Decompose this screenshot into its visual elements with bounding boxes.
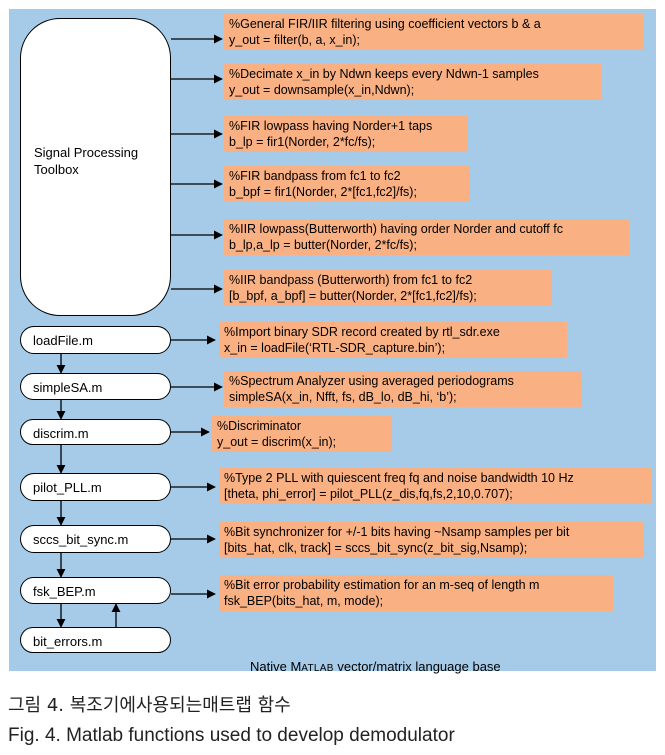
note-comment: %General FIR/IIR filtering using coeffic… <box>229 17 541 31</box>
note-comment: %Discriminator <box>217 419 302 433</box>
function-name: discrim.m <box>33 426 89 441</box>
note-loadfile: %Import binary SDR record created by rtl… <box>219 322 567 358</box>
note-code: [theta, phi_error] = pilot_PLL(z_dis,fq,… <box>224 487 513 501</box>
note-comment: %Decimate x_in by Ndwn keeps every Ndwn-… <box>229 67 539 81</box>
note-code: fsk_BEP(bits_hat, m, mode); <box>224 594 384 608</box>
function-box-simplesa: simpleSA.m <box>20 373 171 400</box>
function-name: simpleSA.m <box>33 380 103 395</box>
note-comment: %FIR lowpass having Norder+1 taps <box>229 119 433 133</box>
note-code: y_out = filter(b, a, x_in); <box>229 33 360 47</box>
toolbox-label-line2: Toolbox <box>34 162 79 177</box>
function-box-discrim: discrim.m <box>20 419 171 445</box>
note-code: [b_bpf, a_bpf] = butter(Norder, 2*[fc1,f… <box>229 289 477 303</box>
function-box-pilot-pll: pilot_PLL.m <box>20 473 171 501</box>
note-code: simpleSA(x_in, Nfft, fs, dB_lo, dB_hi, ‘… <box>229 390 457 404</box>
signal-processing-toolbox: Signal Processing Toolbox <box>20 18 171 316</box>
note-code: b_lp = fir1(Norder, 2*fc/fs); <box>229 135 376 149</box>
function-name: pilot_PLL.m <box>33 480 102 495</box>
note-pilot-pll: %Type 2 PLL with quiescent freq fq and n… <box>219 468 652 504</box>
note-code: [bits_hat, clk, track] = sccs_bit_sync(z… <box>224 541 528 555</box>
function-box-sccs-bit-sync: sccs_bit_sync.m <box>20 525 171 553</box>
note-code: y_out = downsample(x_in,Ndwn); <box>229 83 415 97</box>
note-comment: %Bit error probability estimation for an… <box>224 578 540 592</box>
note-comment: %Spectrum Analyzer using averaged period… <box>229 374 514 388</box>
note-comment: %IIR bandpass (Butterworth) from fc1 to … <box>229 273 473 287</box>
connector-arrows <box>56 34 223 628</box>
note-code: b_lp,a_lp = butter(Norder, 2*fc/fs); <box>229 238 417 252</box>
note-comment: %Bit synchronizer for +/-1 bits having ~… <box>224 525 570 539</box>
function-box-loadfile: loadFile.m <box>20 326 171 354</box>
note-downsample: %Decimate x_in by Ndwn keeps every Ndwn-… <box>224 64 602 100</box>
function-name: loadFile.m <box>33 333 93 348</box>
toolbox-label-line1: Signal Processing <box>34 145 139 160</box>
function-box-fsk-bep: fsk_BEP.m <box>20 577 171 604</box>
note-fir-bandpass: %FIR bandpass from fc1 to fc2 b_bpf = fi… <box>224 166 470 202</box>
note-discrim: %Discriminator y_out = discrim(x_in); <box>212 416 392 452</box>
base-label-prefix: Native M <box>250 659 302 674</box>
base-label-smallcaps: ATLAB <box>301 663 334 674</box>
matlab-base-label: Native MATLAB vector/matrix language bas… <box>250 659 501 674</box>
note-comment: %Import binary SDR record created by rtl… <box>224 325 500 339</box>
note-code: x_in = loadFile(‘RTL-SDR_capture.bin’); <box>224 341 446 355</box>
note-comment: %Type 2 PLL with quiescent freq fq and n… <box>224 471 574 485</box>
note-code: b_bpf = fir1(Norder, 2*[fc1,fc2]/fs); <box>229 185 417 199</box>
note-bit-sync: %Bit synchronizer for +/-1 bits having ~… <box>219 522 644 558</box>
figure-caption-english: Fig. 4. Matlab functions used to develop… <box>8 725 455 746</box>
note-simplesa: %Spectrum Analyzer using averaged period… <box>224 371 582 407</box>
note-iir-lowpass: %IIR lowpass(Butterworth) having order N… <box>224 219 629 255</box>
note-comment: %FIR bandpass from fc1 to fc2 <box>229 169 401 183</box>
base-label-suffix: vector/matrix language base <box>333 659 501 674</box>
function-box-bit-errors: bit_errors.m <box>20 627 171 653</box>
note-fir-lowpass: %FIR lowpass having Norder+1 taps b_lp =… <box>224 116 468 152</box>
figure-panel: Signal Processing Toolbox loadFile.m sim… <box>9 9 656 674</box>
figure-caption-korean: 그림 4. 복조기에사용되는매트랩 함수 <box>8 695 291 716</box>
function-name: fsk_BEP.m <box>33 584 96 599</box>
note-iir-bandpass: %IIR bandpass (Butterworth) from fc1 to … <box>224 270 552 306</box>
toolbox-label: Signal Processing Toolbox <box>34 144 174 178</box>
function-name: bit_errors.m <box>33 634 103 649</box>
note-code: y_out = discrim(x_in); <box>217 435 337 449</box>
note-filter: %General FIR/IIR filtering using coeffic… <box>224 14 644 50</box>
note-comment: %IIR lowpass(Butterworth) having order N… <box>229 222 563 236</box>
function-name: sccs_bit_sync.m <box>33 532 129 547</box>
note-fsk-bep: %Bit error probability estimation for an… <box>219 575 613 611</box>
